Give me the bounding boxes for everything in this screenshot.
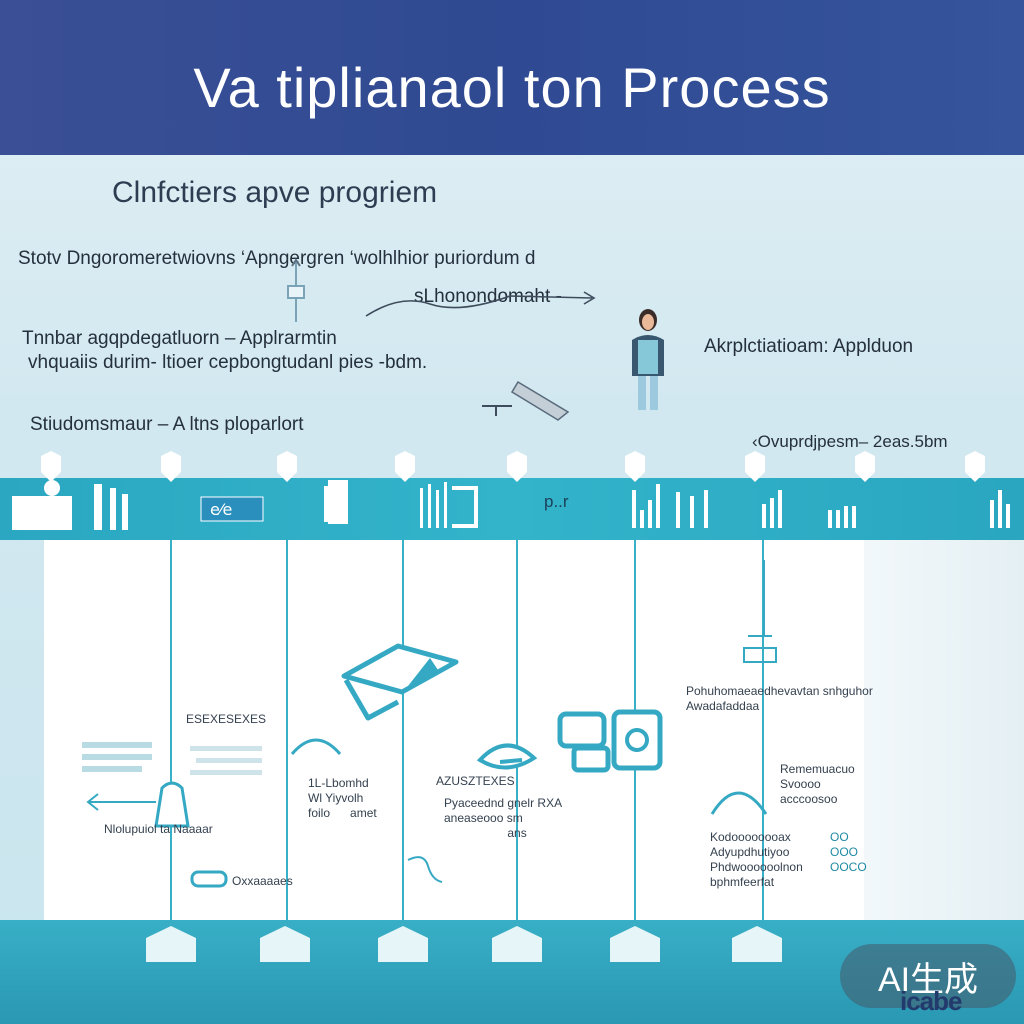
panel-label: Oxxaaaaes [232, 874, 293, 888]
step-marker-icon [378, 926, 428, 962]
bar-chart-icon [990, 490, 1010, 528]
step-line [402, 540, 404, 932]
panel-label: ESEXESEXES [186, 712, 267, 726]
panel-label: Rememuacuo Svoooo acccoosoo [780, 762, 855, 806]
bar-chart-icon [632, 484, 708, 528]
band-label: p..r [544, 492, 569, 511]
note-row-4: vhquaiis durim- ltioer cepbongtudanl pie… [28, 352, 428, 373]
pen-icon [482, 380, 570, 421]
document-icon [324, 480, 348, 524]
desk-worker-icon [12, 480, 128, 530]
step-marker-icon [260, 926, 310, 962]
bell-icon [154, 781, 190, 828]
card-icon: e⁄e [200, 496, 264, 522]
watermark-badge: AI生成 [840, 944, 1016, 1008]
mouse-icon [476, 743, 538, 770]
panel-label: Kodoooooooax Adyupdhutiyoo Phdwoooooolno… [710, 830, 803, 889]
form-icon [82, 742, 152, 772]
arc-icon [710, 791, 768, 815]
step-line [762, 540, 764, 932]
panel-label: Nlolupuiol ta Naaaar [104, 822, 213, 836]
step-marker-icon [277, 451, 297, 482]
pin-icon [287, 258, 305, 322]
panel-label: OO OOO OOCO [830, 830, 867, 874]
watermark-sub: icabe [900, 986, 962, 1016]
step-marker-icon [745, 451, 765, 482]
step-marker-icon [855, 451, 875, 482]
bar-chart-icon [420, 482, 478, 528]
step-marker-icon [41, 451, 61, 482]
panel-label: Pyaceednd gnelr RXA aneaseooo sm ans [444, 796, 563, 840]
svg-text:e⁄e: e⁄e [210, 500, 232, 519]
page-title: Va tiplianaol ton Process [193, 56, 831, 119]
panel-label: AZUSZTEXES [436, 774, 515, 788]
note-row-7: ‹Ovuprdjpesm– 2eas.5bm [752, 432, 948, 451]
arrow-icon [365, 291, 596, 317]
panel-label: 1L-Lbomhd Wl Yiyvolh foilo amet [308, 776, 377, 820]
devices-icon [557, 709, 663, 773]
laptop-icon [341, 643, 459, 721]
panel-label: Pohuhomaeaedhevavtan snhguhor Awadafadda… [686, 684, 873, 713]
step-line [286, 540, 288, 932]
squiggle-icon [407, 856, 443, 883]
step-marker-icon [625, 451, 645, 482]
note-row-1: Stotv Dngoromeretwiovns ‘Apngergren ‘wol… [18, 248, 536, 269]
step-marker-icon [732, 926, 782, 962]
form-icon [190, 746, 262, 775]
arrow-icon [86, 793, 156, 811]
process-panel [44, 540, 864, 920]
step-marker-icon [507, 451, 527, 482]
person-icon [632, 309, 664, 410]
subtitle: Clnfctiers apve progriem [112, 176, 438, 209]
timeline-band [0, 478, 1024, 540]
arc-icon [290, 738, 342, 755]
step-marker-icon [161, 451, 181, 482]
step-line [170, 540, 172, 932]
bar-chart-icon [762, 490, 782, 528]
step-marker-icon [610, 926, 660, 962]
step-line [516, 540, 518, 932]
note-application: Akrplctiatioam: Applduon [704, 336, 914, 357]
watermark-text: AI生成 [877, 960, 979, 999]
tower-icon [743, 560, 777, 663]
step-marker-icon [146, 926, 196, 962]
panel-side [864, 540, 1024, 920]
note-row-6: Stiudomsmaur – A ltns ploparlort [30, 414, 304, 435]
step-marker-icon [395, 451, 415, 482]
note-row-2: sLhonondomaht - [414, 286, 562, 307]
note-row-3: Tnnbar agqpdegatluorn – Applrarmtin [22, 328, 337, 349]
bar-chart-icon [828, 506, 856, 528]
chain-icon [190, 870, 228, 888]
step-marker-icon [965, 451, 985, 482]
step-marker-icon [492, 926, 542, 962]
header-banner: Va tiplianaol ton Process [0, 0, 1024, 155]
